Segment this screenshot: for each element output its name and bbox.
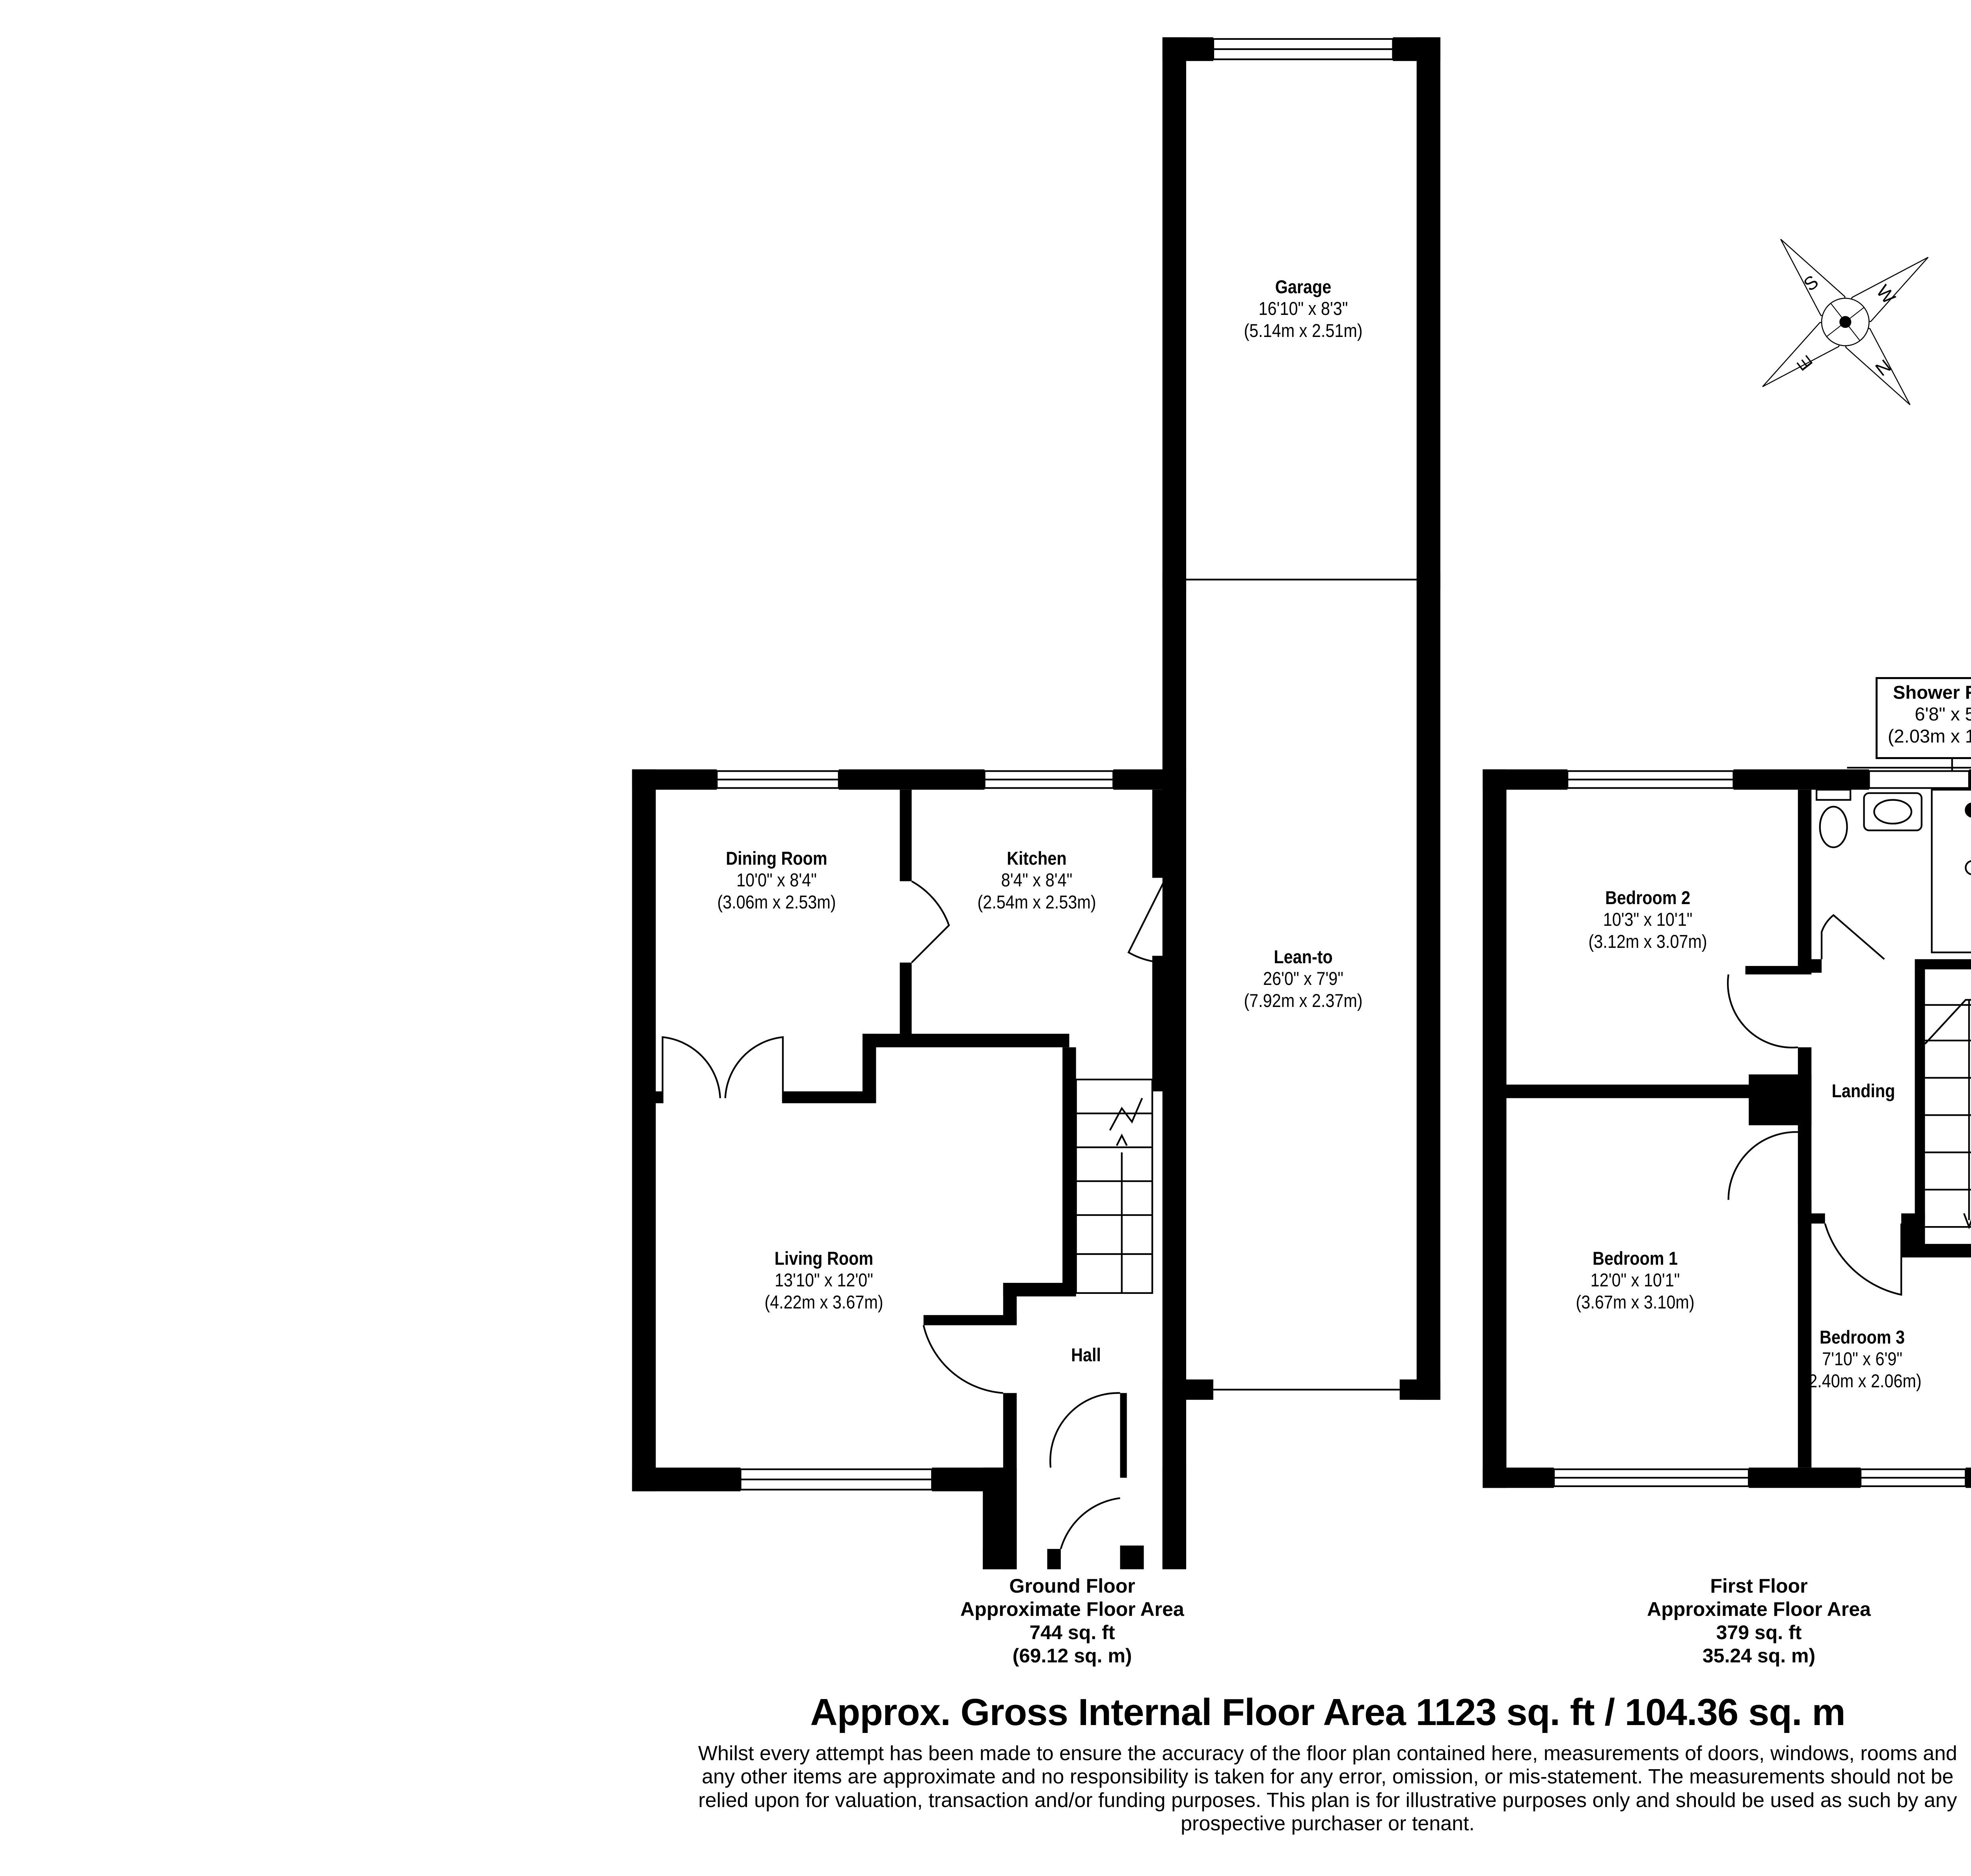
room-dim-imperial: 6'8" x 5'6" (1915, 704, 1971, 725)
room-label-landing: Landing (1828, 1080, 1900, 1102)
room-dim-metric: (2.03m x 1.67m) (1887, 725, 1971, 746)
room-dim-imperial: 10'0" x 8'4" (736, 869, 817, 891)
room-dim-imperial: 10'3" x 10'1" (1603, 909, 1693, 930)
compass-rose-icon (1762, 238, 1929, 406)
room-dim-metric: (2.40m x 2.06m) (1803, 1370, 1922, 1391)
first-floor-summary: First Floor Approximate Floor Area 379 s… (1647, 1574, 1871, 1668)
floor-title: First Floor (1710, 1575, 1808, 1597)
room-dim-metric: (4.22m x 3.67m) (764, 1291, 883, 1312)
disclaimer-text: Whilst every attempt has been made to en… (698, 1742, 1957, 1835)
room-name: Kitchen (1007, 848, 1067, 869)
gross-internal-area: Approx. Gross Internal Floor Area 1123 s… (810, 1691, 1845, 1733)
room-name: Living Room (774, 1248, 874, 1269)
floor-subtitle: Approximate Floor Area (1647, 1598, 1871, 1620)
room-dim-imperial: 7'10" x 6'9" (1822, 1348, 1902, 1370)
room-label-dining-room: Dining Room 10'0" x 8'4" (3.06m x 2.53m) (709, 847, 844, 913)
room-label-hall: Hall (1069, 1344, 1103, 1366)
first-floor-walls (1483, 769, 1971, 1488)
room-dim-metric: (3.67m x 3.10m) (1576, 1291, 1695, 1312)
room-dim-metric: (3.12m x 3.07m) (1588, 931, 1707, 952)
room-name: Bedroom 2 (1605, 887, 1691, 908)
floor-area-sqft: 379 sq. ft (1716, 1621, 1802, 1643)
room-dim-imperial: 26'0" x 7'9" (1263, 968, 1343, 989)
floor-area-sqm: (69.12 sq. m) (1012, 1645, 1132, 1667)
room-label-kitchen: Kitchen 8'4" x 8'4" (2.54m x 2.53m) (969, 847, 1104, 913)
room-label-living-room: Living Room 13'10" x 12'0" (4.22m x 3.67… (756, 1247, 891, 1313)
room-dim-imperial: 13'10" x 12'0" (775, 1269, 873, 1291)
room-dim-imperial: 12'0" x 10'1" (1590, 1269, 1680, 1291)
room-label-bedroom-3: Bedroom 3 7'10" x 6'9" (2.40m x 2.06m) (1795, 1326, 1930, 1392)
room-label-garage: Garage 16'10" x 8'3" (5.14m x 2.51m) (1236, 276, 1371, 341)
room-name: Bedroom 1 (1592, 1248, 1678, 1269)
floor-subtitle: Approximate Floor Area (960, 1598, 1184, 1620)
room-dim-metric: (2.54m x 2.53m) (977, 891, 1096, 912)
room-label-bedroom-2: Bedroom 2 10'3" x 10'1" (3.12m x 3.07m) (1580, 887, 1715, 952)
floor-area-sqm: 35.24 sq. m) (1702, 1645, 1816, 1667)
room-name: Shower Room (1893, 682, 1971, 703)
room-name: Hall (1071, 1344, 1101, 1365)
ground-floor-details (661, 38, 1417, 1549)
floor-area-sqft: 744 sq. ft (1029, 1621, 1115, 1643)
ground-floor-walls (632, 37, 1440, 1569)
room-name: Bedroom 3 (1819, 1327, 1905, 1347)
room-name: Landing (1831, 1080, 1895, 1101)
room-dim-imperial: 8'4" x 8'4" (1001, 869, 1073, 891)
room-dim-metric: (5.14m x 2.51m) (1244, 320, 1363, 341)
floor-title: Ground Floor (1009, 1575, 1135, 1597)
room-dim-metric: (3.06m x 2.53m) (717, 891, 836, 912)
room-name: Dining Room (726, 848, 827, 869)
ground-floor-summary: Ground Floor Approximate Floor Area 744 … (960, 1574, 1184, 1668)
room-label-shower-room: Shower Room 6'8" x 5'6" (2.03m x 1.67m) (1876, 677, 1971, 759)
room-label-lean-to: Lean-to 26'0" x 7'9" (7.92m x 2.37m) (1236, 946, 1371, 1011)
room-name: Lean-to (1274, 946, 1333, 967)
room-label-bedroom-1: Bedroom 1 12'0" x 10'1" (3.67m x 3.10m) (1568, 1247, 1703, 1313)
first-floor-details (1553, 752, 1971, 1487)
room-dim-metric: (7.92m x 2.37m) (1244, 990, 1363, 1011)
room-dim-imperial: 16'10" x 8'3" (1258, 298, 1348, 319)
room-name: Garage (1275, 276, 1332, 297)
